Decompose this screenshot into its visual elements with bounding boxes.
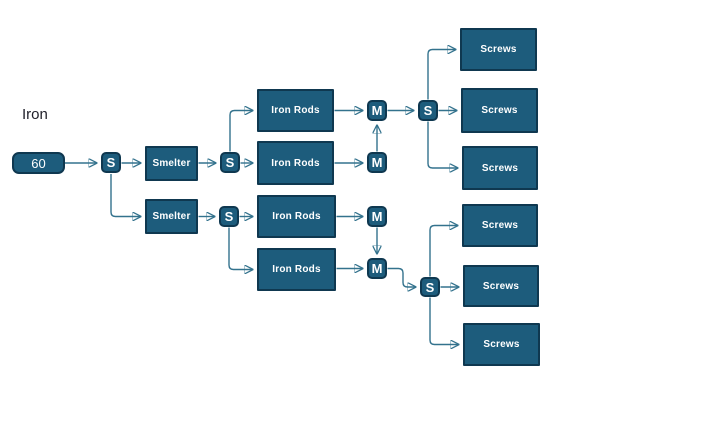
splitter-node-3[interactable]: S bbox=[219, 206, 239, 227]
edge-splitter2-ironrods1 bbox=[229, 111, 252, 152]
iron-rods-node-2[interactable]: Iron Rods bbox=[257, 141, 334, 185]
edge-merger4-splitter5 bbox=[387, 267, 416, 288]
screws-node-5[interactable]: Screws bbox=[463, 265, 539, 307]
iron-rods-node-4[interactable]: Iron Rods bbox=[257, 248, 336, 291]
input-rate-node[interactable]: 60 bbox=[12, 152, 65, 174]
smelter-node-2[interactable]: Smelter bbox=[145, 199, 198, 234]
screws-node-1[interactable]: Screws bbox=[460, 28, 537, 71]
edge-splitter4-screws3 bbox=[427, 121, 457, 169]
splitter-node-5[interactable]: S bbox=[420, 277, 440, 297]
iron-rods-node-3[interactable]: Iron Rods bbox=[257, 195, 336, 238]
screws-node-4[interactable]: Screws bbox=[462, 204, 538, 247]
screws-node-6[interactable]: Screws bbox=[463, 323, 540, 366]
edge-splitter5-screws4 bbox=[429, 226, 457, 277]
screws-node-2[interactable]: Screws bbox=[461, 88, 538, 133]
smelter-node-1[interactable]: Smelter bbox=[145, 146, 198, 181]
merger-node-3[interactable]: M bbox=[367, 206, 387, 227]
merger-node-2[interactable]: M bbox=[367, 152, 387, 173]
source-resource-label: Iron bbox=[22, 106, 48, 123]
merger-node-4[interactable]: M bbox=[367, 258, 387, 279]
iron-rods-node-1[interactable]: Iron Rods bbox=[257, 89, 334, 132]
screws-node-3[interactable]: Screws bbox=[462, 146, 538, 190]
edge-splitter4-screws1 bbox=[427, 50, 455, 100]
splitter-node-1[interactable]: S bbox=[101, 152, 121, 173]
merger-node-1[interactable]: M bbox=[367, 100, 387, 121]
splitter-node-2[interactable]: S bbox=[220, 152, 240, 173]
edge-splitter5-screws6 bbox=[429, 297, 458, 345]
edge-splitter3-ironrods4 bbox=[228, 227, 252, 270]
edge-splitter1-smelter2 bbox=[110, 174, 140, 217]
splitter-node-4[interactable]: S bbox=[418, 100, 438, 121]
